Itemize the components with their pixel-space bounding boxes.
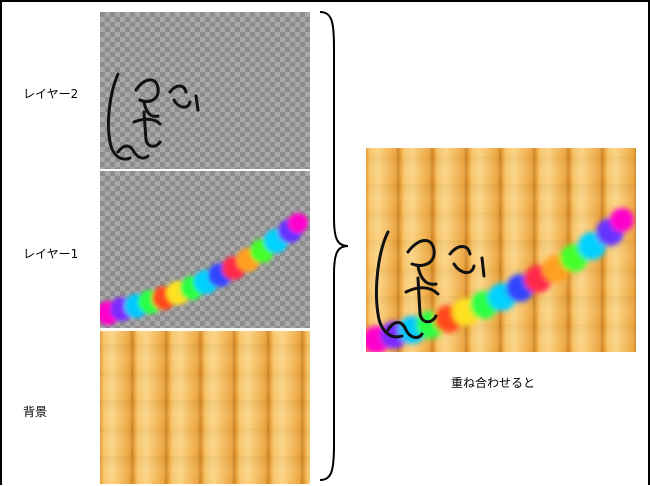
result-caption: 重ね合わせると [451, 374, 535, 391]
background-panel [100, 331, 310, 484]
rainbow-stroke [100, 171, 310, 328]
layer1-panel [100, 171, 310, 328]
composite-result-panel [366, 148, 636, 352]
wood-grain [100, 331, 310, 484]
layer2-panel [100, 12, 310, 169]
curly-brace [314, 8, 354, 484]
composite-strokes [366, 148, 636, 352]
layer-label-layer2: レイヤー2 [23, 85, 78, 102]
layer-label-layer1: レイヤー1 [23, 245, 78, 262]
layer-label-background: 背景 [23, 403, 47, 420]
handwriting-strokes [100, 12, 310, 169]
